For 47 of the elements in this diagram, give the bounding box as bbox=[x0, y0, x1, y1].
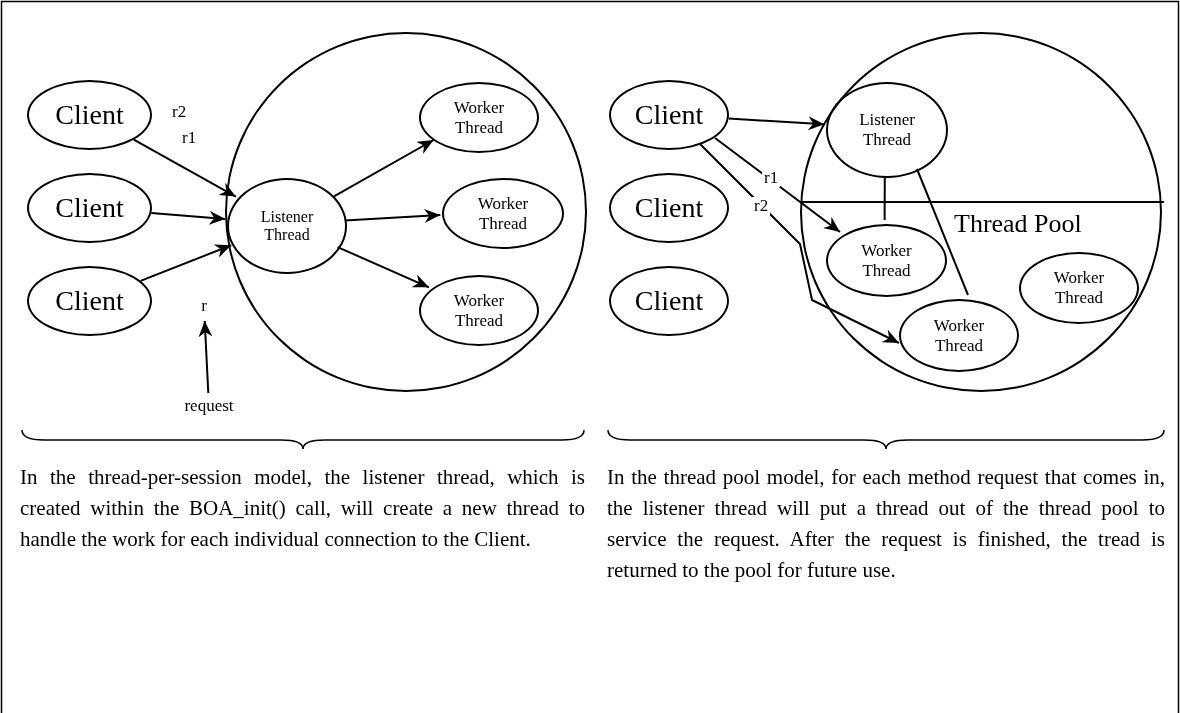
node-label: Client bbox=[634, 98, 704, 132]
connector-line bbox=[883, 175, 886, 221]
edge-label: r2 bbox=[752, 197, 771, 215]
ellipse-node bbox=[419, 82, 539, 153]
ellipse-node bbox=[27, 173, 152, 243]
ellipse-node bbox=[899, 299, 1019, 372]
ellipse-node bbox=[1019, 252, 1139, 324]
node-label: Worker Thread bbox=[860, 240, 913, 281]
node-label: Thread Pool bbox=[954, 209, 1082, 239]
node-label: Client bbox=[55, 98, 124, 132]
text-label: r bbox=[196, 296, 212, 318]
edge-label: r1 bbox=[762, 169, 781, 187]
ellipse-node bbox=[442, 178, 564, 249]
arrow bbox=[699, 143, 900, 344]
arrow bbox=[132, 138, 237, 198]
ellipse-node bbox=[826, 224, 947, 297]
ellipse-node bbox=[609, 80, 729, 150]
node-label: Worker Thread bbox=[452, 97, 506, 138]
ellipse-node bbox=[826, 82, 948, 178]
node-label: Client bbox=[634, 191, 704, 225]
arrow bbox=[198, 320, 213, 394]
request-label: r1 bbox=[182, 128, 197, 148]
node-label: Worker Thread bbox=[452, 290, 506, 331]
ellipse-node bbox=[609, 173, 729, 243]
node-label: Listener Thread bbox=[858, 110, 916, 150]
node-label: Client bbox=[634, 284, 704, 318]
node-label: Listener Thread bbox=[259, 207, 315, 245]
description-paragraph: In the thread-per-session model, the listener thread, which is created within the BOA_init() call, will create a new thread to handle the work for each individual connection to the Client. bbox=[20, 464, 585, 553]
text-label: request bbox=[181, 396, 237, 418]
ellipse-node bbox=[27, 266, 152, 336]
arrow bbox=[150, 210, 227, 225]
arrow bbox=[333, 139, 435, 198]
request-label: r2 bbox=[172, 102, 187, 122]
circle-boundary bbox=[800, 32, 1162, 392]
arrow bbox=[727, 116, 826, 131]
circle-boundary bbox=[225, 32, 587, 392]
arrow bbox=[714, 137, 841, 233]
node-label: Client bbox=[55, 191, 124, 225]
node-label: Worker Thread bbox=[932, 315, 986, 356]
node-label: Client bbox=[55, 284, 124, 318]
node-label: Worker Thread bbox=[476, 193, 530, 234]
ellipse-node bbox=[227, 178, 347, 274]
description-paragraph: In the thread pool model, for each method request that comes in, the listener thread will put a thread out of the thread pool to service the request. After the request is finished, the tread is returned to the pool for future use. bbox=[607, 464, 1165, 584]
node-label: Worker Thread bbox=[1052, 268, 1106, 308]
ellipse-node bbox=[419, 275, 539, 346]
ellipse-node bbox=[27, 80, 152, 150]
ellipse-node bbox=[609, 266, 729, 336]
